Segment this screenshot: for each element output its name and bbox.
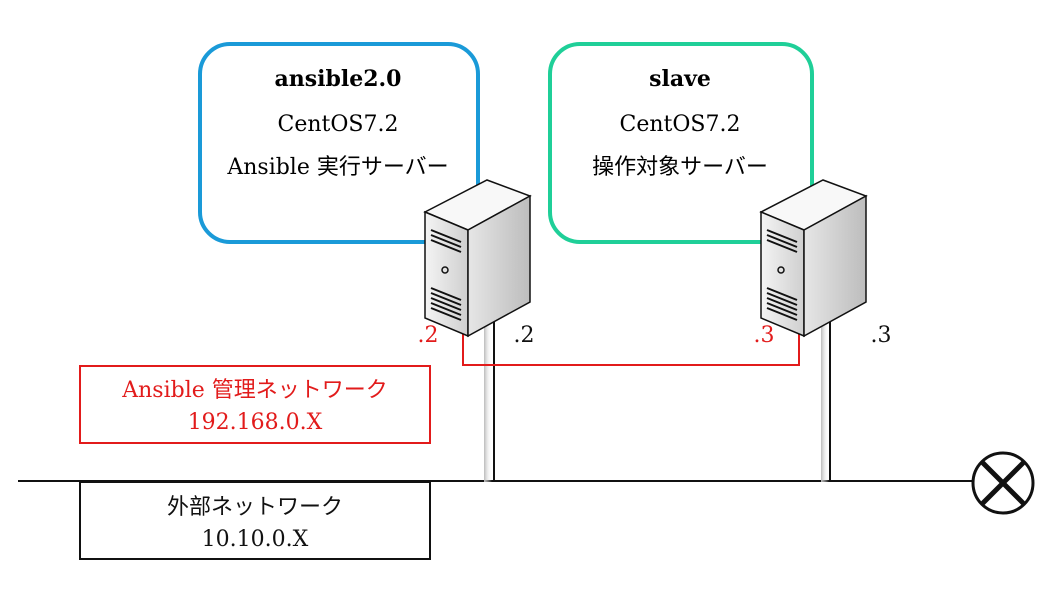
ansible-mgmt-address: .2 bbox=[418, 323, 439, 348]
server-tower-icon bbox=[424, 179, 531, 337]
ext-network-subnet: 10.10.0.X bbox=[202, 527, 309, 552]
server-role: Ansible 実行サーバー bbox=[226, 155, 448, 180]
external-network-label: 外部ネットワーク 10.10.0.X bbox=[79, 481, 431, 560]
server-os: CentOS7.2 bbox=[620, 112, 741, 137]
ansible-ext-address: .2 bbox=[514, 323, 535, 348]
management-network-line bbox=[462, 320, 800, 366]
server-box-slave: slave CentOS7.2 操作対象サーバー bbox=[548, 42, 814, 244]
server-tower-icon bbox=[760, 179, 867, 337]
crossed-circle-icon bbox=[971, 451, 1035, 515]
server-role: 操作対象サーバー bbox=[592, 155, 768, 180]
server-box-ansible: ansible2.0 CentOS7.2 Ansible 実行サーバー bbox=[198, 42, 480, 244]
shadow bbox=[821, 310, 829, 482]
mgmt-network-name: Ansible 管理ネットワーク bbox=[121, 378, 388, 403]
server-name: ansible2.0 bbox=[274, 66, 401, 92]
ext-network-name: 外部ネットワーク bbox=[167, 495, 343, 520]
shadow bbox=[484, 310, 492, 482]
mgmt-network-subnet: 192.168.0.X bbox=[188, 410, 323, 435]
server-name: slave bbox=[649, 66, 711, 92]
slave-ext-address: .3 bbox=[871, 323, 892, 348]
slave-mgmt-address: .3 bbox=[754, 323, 775, 348]
management-network-label: Ansible 管理ネットワーク 192.168.0.X bbox=[79, 365, 431, 444]
server-os: CentOS7.2 bbox=[278, 112, 399, 137]
